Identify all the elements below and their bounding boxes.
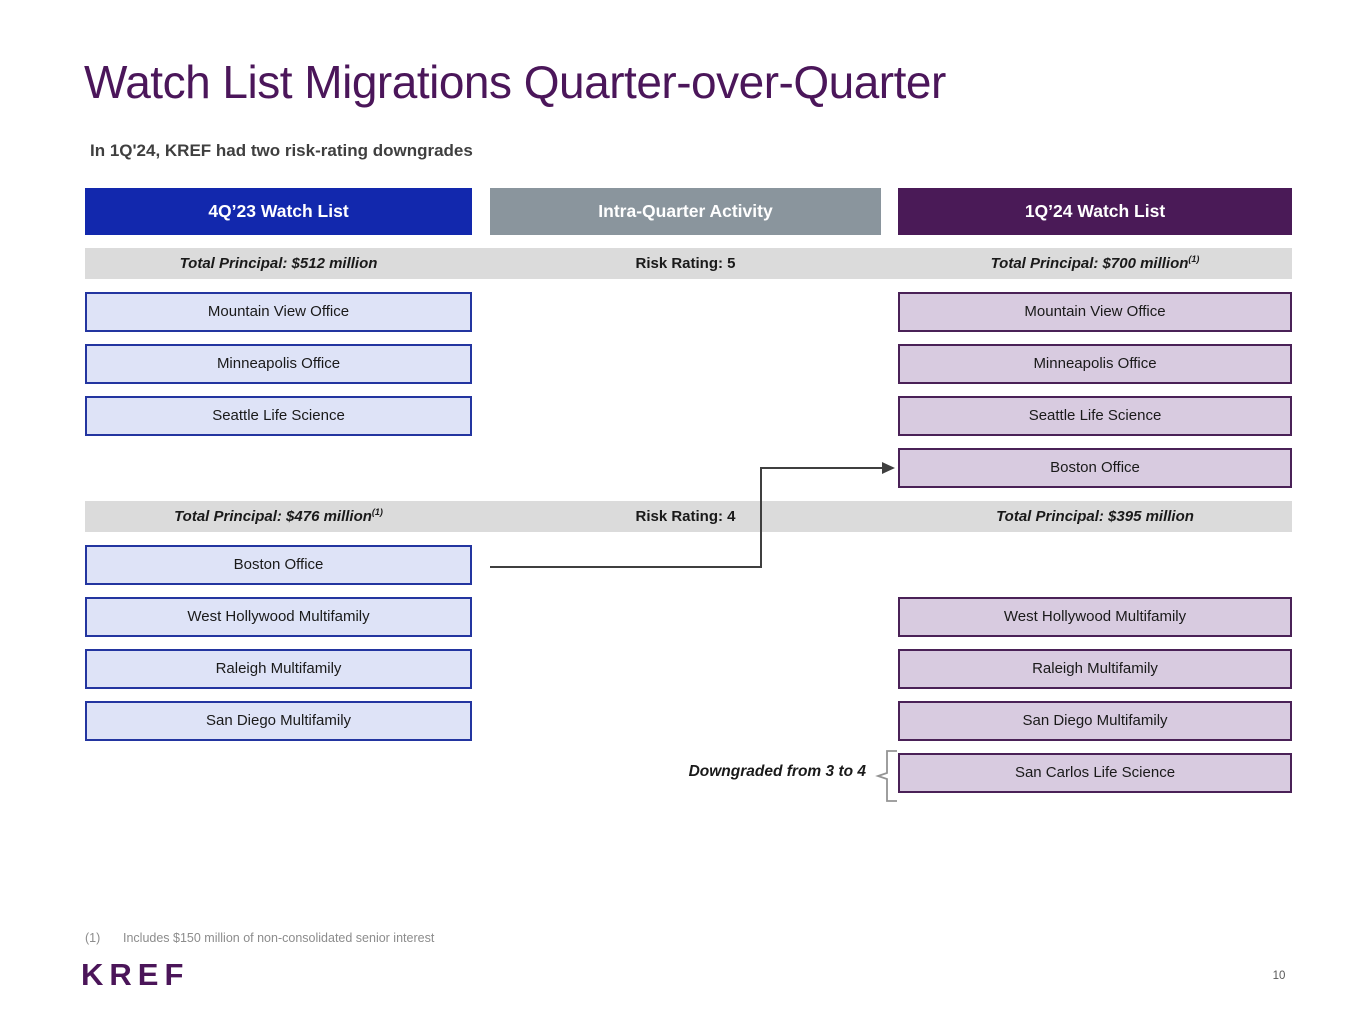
column-header-1q24: 1Q’24 Watch List bbox=[898, 188, 1292, 235]
subtitle: In 1Q'24, KREF had two risk-rating downg… bbox=[90, 141, 473, 160]
loan-box-1q24-san-carlos-life-science: San Carlos Life Science bbox=[898, 753, 1292, 793]
total-principal-text: Total Principal: $512 million bbox=[179, 255, 378, 272]
loan-box-4q23-west-hollywood-multifamily: West Hollywood Multifamily bbox=[85, 597, 472, 637]
footnote-ref: (1) bbox=[1188, 254, 1200, 264]
kref-logo: KREF bbox=[81, 957, 190, 992]
risk-5-band: Total Principal: $512 million Risk Ratin… bbox=[85, 248, 1292, 279]
page-number: 10 bbox=[1272, 970, 1286, 982]
loan-box-1q24-raleigh-multifamily: Raleigh Multifamily bbox=[898, 649, 1292, 689]
total-principal-text: Total Principal: $395 million bbox=[996, 508, 1194, 525]
column-header-intra-quarter: Intra-Quarter Activity bbox=[490, 188, 881, 235]
loan-box-1q24-san-diego-multifamily: San Diego Multifamily bbox=[898, 701, 1292, 741]
footnote-text: Includes $150 million of non-consolidate… bbox=[123, 931, 435, 945]
total-principal-text: Total Principal: $700 million bbox=[990, 255, 1189, 272]
total-principal-4q23-risk5: Total Principal: $512 million bbox=[85, 248, 472, 279]
risk-rating-5-label: Risk Rating: 5 bbox=[635, 255, 736, 272]
total-principal-text: Total Principal: $476 million bbox=[174, 508, 372, 525]
loan-box-1q24-boston-office: Boston Office bbox=[898, 448, 1292, 488]
loan-box-1q24-seattle-life-science: Seattle Life Science bbox=[898, 396, 1292, 436]
loan-box-1q24-minneapolis-office: Minneapolis Office bbox=[898, 344, 1292, 384]
loan-box-4q23-san-diego-multifamily: San Diego Multifamily bbox=[85, 701, 472, 741]
footnote-marker: (1) bbox=[85, 931, 101, 945]
risk-4-band: Total Principal: $476 million(1) Risk Ra… bbox=[85, 501, 1292, 532]
column-header-4q23: 4Q’23 Watch List bbox=[85, 188, 472, 235]
total-principal-1q24-risk4: Total Principal: $395 million bbox=[898, 501, 1292, 532]
loan-box-4q23-seattle-life-science: Seattle Life Science bbox=[85, 396, 472, 436]
total-principal-1q24-risk5: Total Principal: $700 million(1) bbox=[898, 248, 1292, 279]
page-title: Watch List Migrations Quarter-over-Quart… bbox=[84, 56, 946, 108]
downgrade-annotation: Downgraded from 3 to 4 bbox=[688, 763, 866, 780]
arrowhead-icon bbox=[882, 462, 895, 474]
footnote: (1) Includes $150 million of non-consolid… bbox=[85, 931, 434, 945]
loan-box-4q23-boston-office: Boston Office bbox=[85, 545, 472, 585]
loan-box-4q23-mountain-view-office: Mountain View Office bbox=[85, 292, 472, 332]
loan-box-4q23-minneapolis-office: Minneapolis Office bbox=[85, 344, 472, 384]
total-principal-4q23-risk4: Total Principal: $476 million(1) bbox=[85, 501, 472, 532]
footnote-ref: (1) bbox=[371, 507, 383, 517]
risk-rating-4-label: Risk Rating: 4 bbox=[635, 508, 736, 525]
loan-box-1q24-mountain-view-office: Mountain View Office bbox=[898, 292, 1292, 332]
downgrade-bracket-icon bbox=[875, 750, 897, 802]
loan-box-1q24-west-hollywood-multifamily: West Hollywood Multifamily bbox=[898, 597, 1292, 637]
loan-box-4q23-raleigh-multifamily: Raleigh Multifamily bbox=[85, 649, 472, 689]
